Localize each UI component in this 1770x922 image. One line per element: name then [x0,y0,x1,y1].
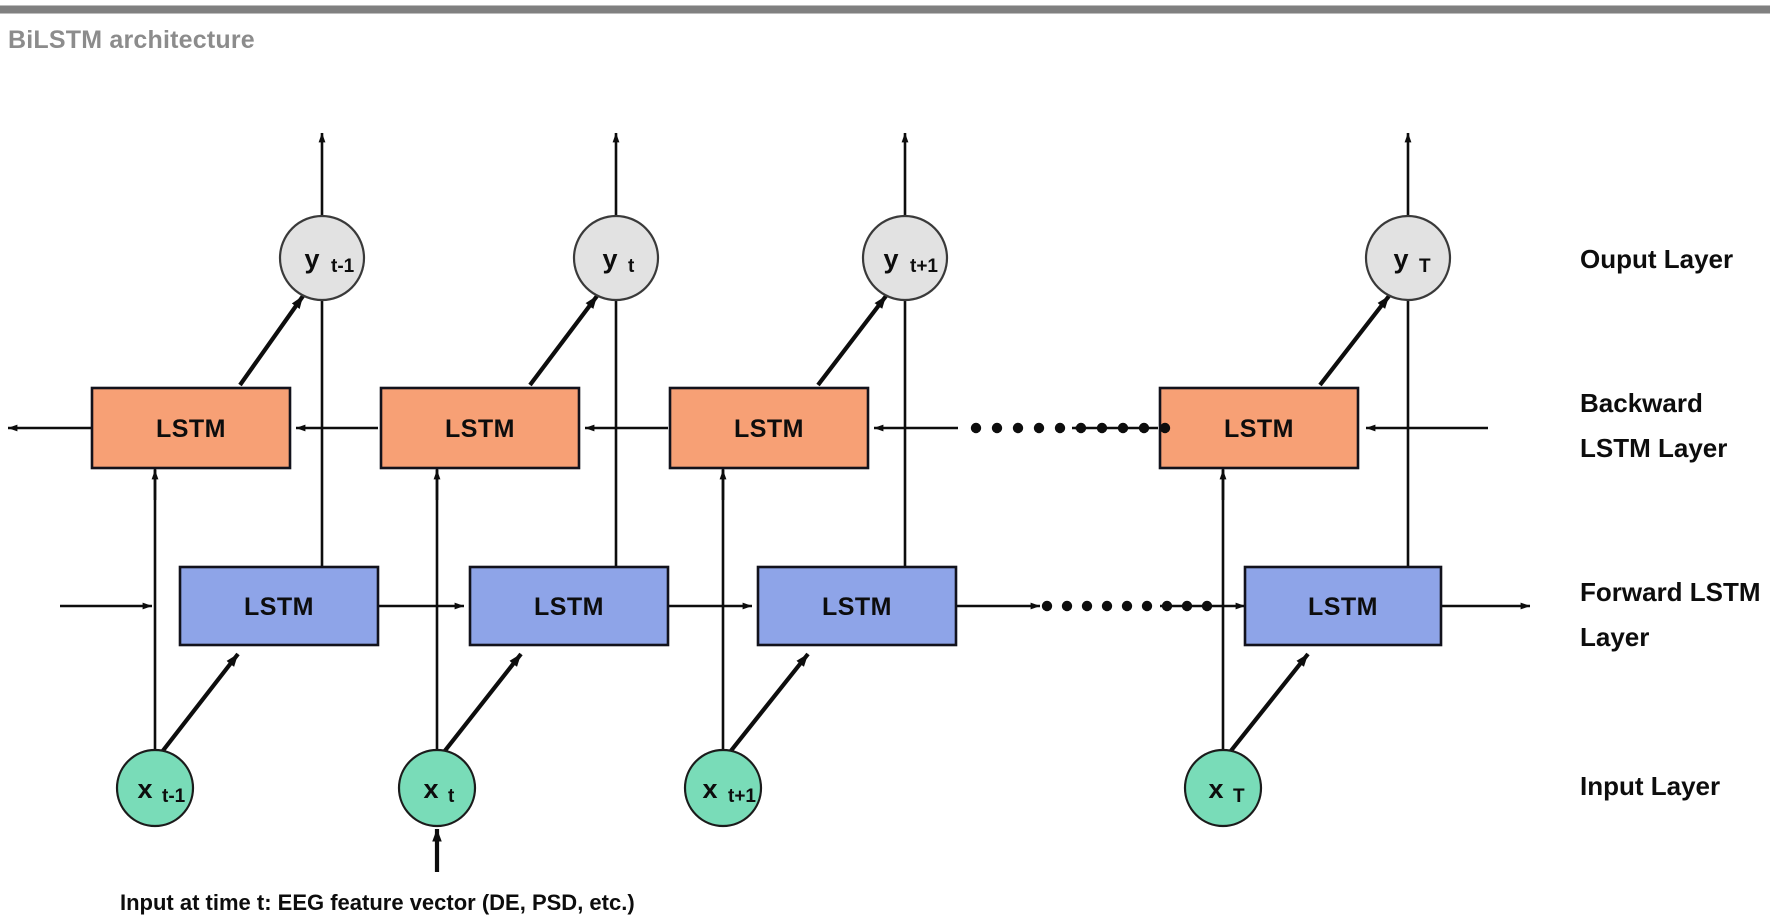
backward-lstm-cell-T[interactable]: LSTM [1158,386,1360,470]
output-node-T[interactable]: y T [1364,214,1452,302]
forward-lstm-box-T[interactable] [1243,565,1443,647]
output-node-circle-t-plus-1[interactable] [861,214,949,302]
forward-to-output-lines [320,298,1410,567]
input-node-sub-t: t [448,786,455,807]
layer-label-forward-line1: Forward LSTM [1580,577,1761,607]
output-node-t-plus-1[interactable]: y t+1 [861,214,949,302]
backward-lstm-box-t-1[interactable] [90,386,292,470]
input-caption: Input at time t: EEG feature vector (DE,… [120,890,635,915]
forward-lstm-label-t-plus-1: LSTM [822,593,892,621]
input-node-t-plus-1[interactable]: x t+1 [683,748,763,828]
backward-lstm-label-t-1: LSTM [156,415,226,443]
page-title: BiLSTM architecture [8,26,255,54]
forward-lstm-label-T: LSTM [1308,593,1378,621]
forward-lstm-cell-t-plus-1[interactable]: LSTM [756,565,958,647]
forward-lstm-box-t[interactable] [468,565,670,647]
input-layer-nodes: x t-1 x t x t+1 x T [115,748,1263,828]
input-node-base-t: x [423,774,438,804]
output-node-sub-t-1: t-1 [331,256,355,277]
output-layer-nodes: y t-1 y t y t+1 y T [278,214,1452,302]
input-to-forward-arrow-t [438,652,523,759]
input-node-circle-t[interactable] [397,748,477,828]
output-node-sub-t-plus-1: t+1 [910,256,938,277]
input-to-forward-diagonals [156,652,1310,759]
output-node-sub-T: T [1419,256,1431,277]
backward-to-output-diagonals [238,294,1391,387]
output-node-circle-t[interactable] [572,214,660,302]
backward-lstm-cell-t-1[interactable]: LSTM [90,386,292,470]
output-node-t[interactable]: y t [572,214,660,302]
output-node-t-1[interactable]: y t-1 [278,214,366,302]
input-node-base-t-plus-1: x [702,774,717,804]
output-node-base-t: y [602,244,617,274]
input-node-sub-t-plus-1: t+1 [728,786,756,807]
backward-to-output-arrow-t [528,294,599,387]
output-node-base-t-plus-1: y [883,244,898,274]
forward-lstm-label-t: LSTM [534,593,604,621]
input-node-sub-t-1: t-1 [162,786,186,807]
backward-lstm-cell-t-plus-1[interactable]: LSTM [668,386,870,470]
forward-lstm-cell-t[interactable]: LSTM [468,565,670,647]
output-node-base-t-1: y [304,244,319,274]
input-node-base-T: x [1208,774,1223,804]
forward-lstm-cell-t-1[interactable]: LSTM [178,565,380,647]
backward-to-output-arrow-T [1318,294,1391,387]
backward-to-output-arrow-t-1 [238,294,305,387]
backward-lstm-box-t-plus-1[interactable] [668,386,870,470]
backward-lstm-label-T: LSTM [1224,415,1294,443]
forward-lstm-row: LSTM LSTM LSTM LSTM [60,565,1531,647]
backward-lstm-label-t-plus-1: LSTM [734,415,804,443]
layer-labels: Ouput Layer Backward LSTM Layer Forward … [1580,244,1761,801]
input-to-forward-arrow-t-1 [156,652,240,759]
layer-label-input: Input Layer [1580,771,1720,801]
input-to-forward-arrow-t-plus-1 [724,652,810,759]
backward-lstm-label-t: LSTM [445,415,515,443]
layer-label-forward-line2: Layer [1580,622,1649,652]
forward-lstm-box-t-plus-1[interactable] [756,565,958,647]
input-node-circle-t-1[interactable] [115,748,195,828]
backward-lstm-box-T[interactable] [1158,386,1360,470]
backward-lstm-box-t[interactable] [379,386,581,470]
input-node-t[interactable]: x t [397,748,477,828]
input-node-T[interactable]: x T [1183,748,1263,828]
forward-lstm-box-t-1[interactable] [178,565,380,647]
input-node-circle-t-plus-1[interactable] [683,748,763,828]
output-node-sub-t: t [628,256,635,277]
backward-to-output-arrow-t-plus-1 [816,294,888,387]
output-node-circle-T[interactable] [1364,214,1452,302]
top-divider-rule [0,5,1770,14]
output-node-base-T: y [1393,244,1408,274]
input-riser-lines [153,468,1225,752]
output-node-circle-t-1[interactable] [278,214,366,302]
forward-ellipsis [1041,600,1213,612]
backward-lstm-row: LSTM LSTM LSTM LSTM [7,386,1488,470]
output-exit-arrows [318,132,1412,215]
input-node-circle-T[interactable] [1183,748,1263,828]
input-node-sub-T: T [1233,786,1245,807]
layer-label-backward-line2: LSTM Layer [1580,433,1727,463]
forward-lstm-cell-T[interactable]: LSTM [1243,565,1443,647]
input-to-forward-arrow-T [1224,652,1310,759]
input-node-base-t-1: x [137,774,152,804]
forward-lstm-label-t-1: LSTM [244,593,314,621]
backward-lstm-cell-t[interactable]: LSTM [379,386,581,470]
layer-label-output: Ouput Layer [1580,244,1733,274]
input-riser-arrowheads [151,469,1227,500]
layer-label-backward-line1: Backward [1580,388,1703,418]
input-node-t-1[interactable]: x t-1 [115,748,195,828]
backward-ellipsis [970,422,1171,434]
